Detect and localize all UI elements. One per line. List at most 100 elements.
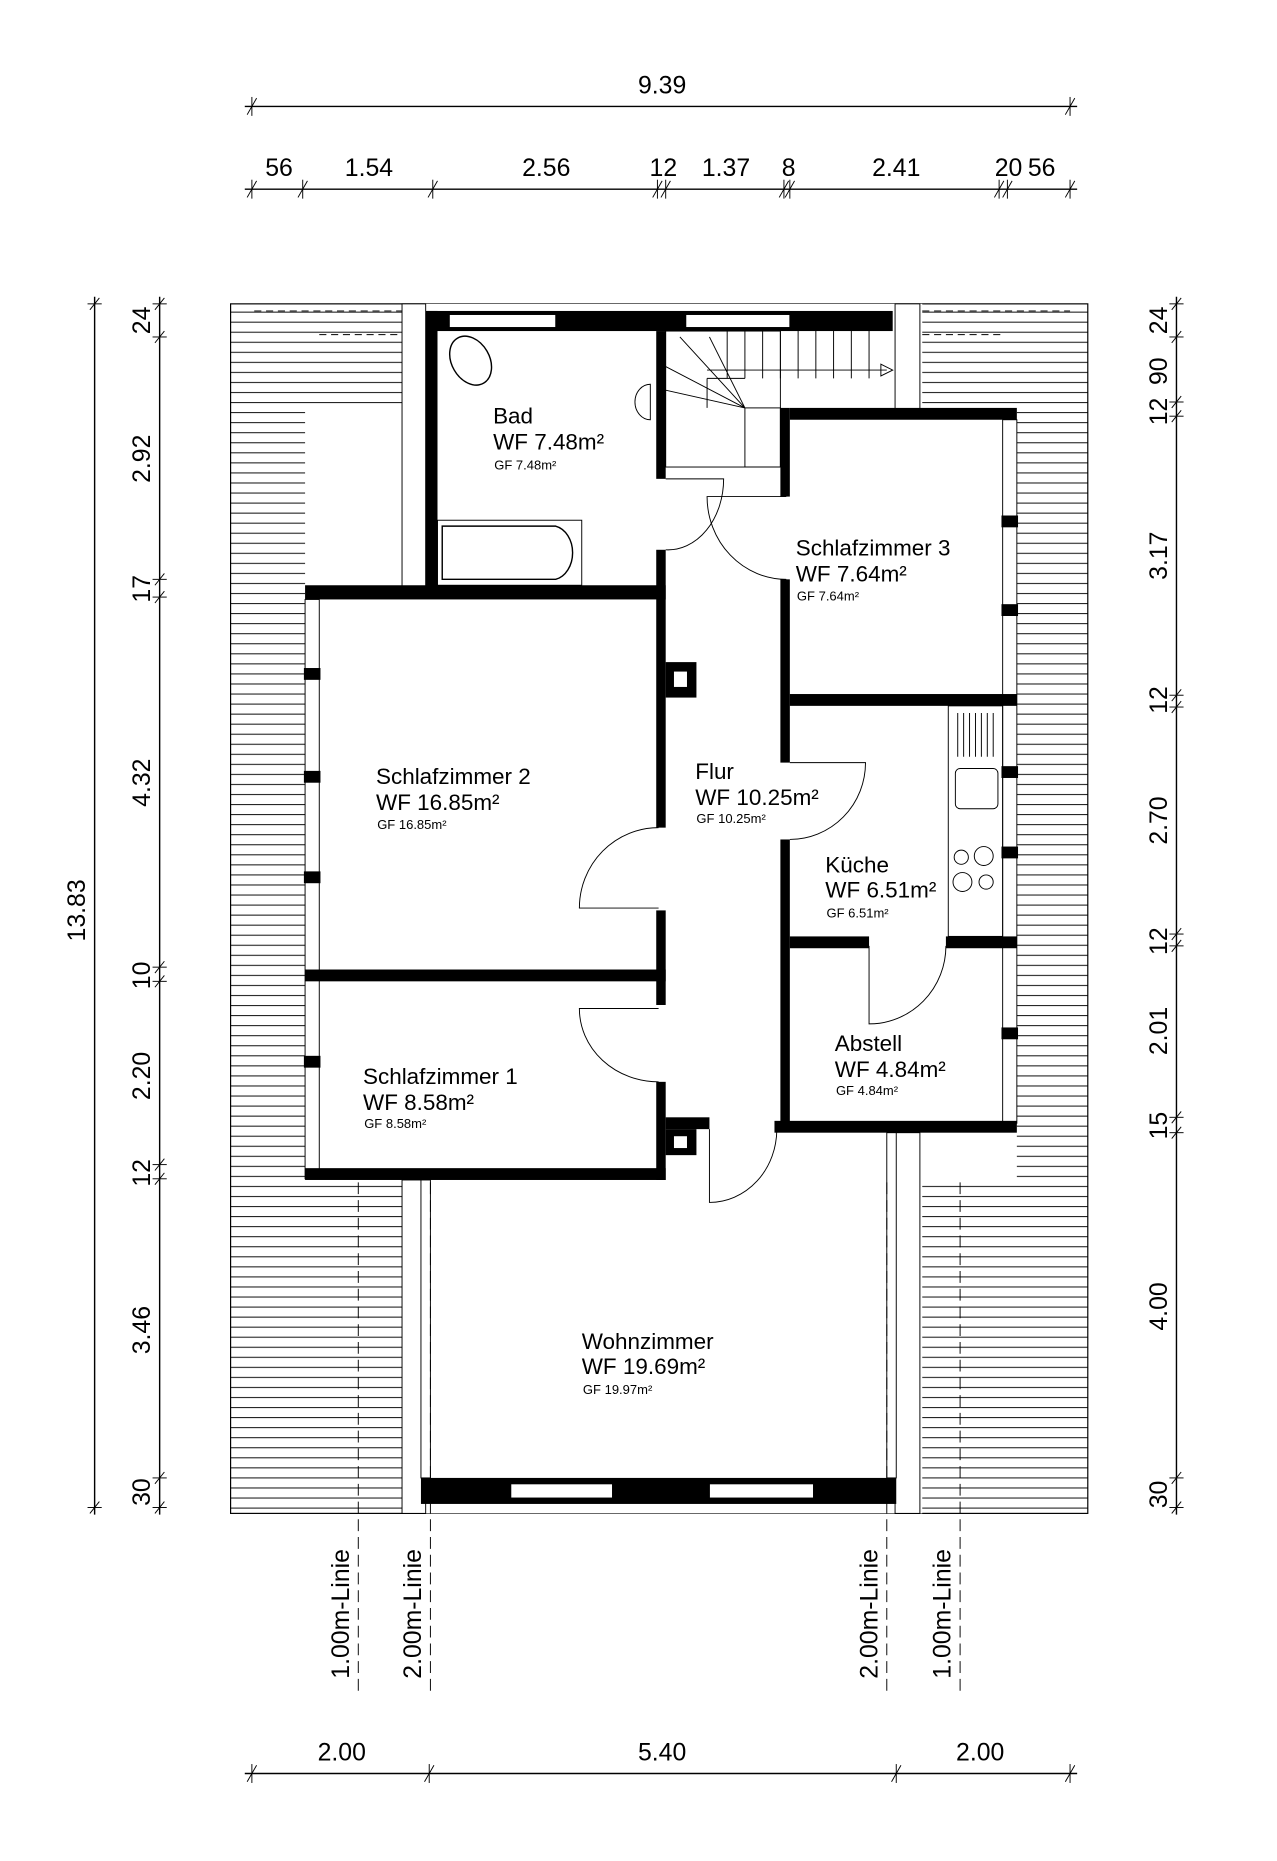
- room-gf: GF 7.64m²: [797, 589, 860, 604]
- dimension-tick: [154, 590, 165, 604]
- dimension-lines: [87, 96, 1184, 1783]
- room-name: Abstell: [835, 1031, 902, 1056]
- door-schlafzimmer-1[interactable]: [578, 1008, 659, 1083]
- room-schlafzimmer-3: Schlafzimmer 3 WF 7.64m² GF 7.64m²: [796, 536, 951, 604]
- svg-text:20: 20: [995, 155, 1023, 182]
- dimension-tick: [154, 1158, 165, 1171]
- dimension-tick: [1171, 1111, 1182, 1124]
- room-name: Küche: [825, 853, 889, 878]
- dimension-tick: [1171, 1471, 1182, 1485]
- svg-text:3.17: 3.17: [1146, 532, 1173, 580]
- dimension-tick: [1171, 939, 1182, 953]
- bathtub-icon: [441, 525, 574, 581]
- dimension-tick: [89, 297, 100, 311]
- room-wf: WF 10.25m²: [695, 785, 819, 810]
- svg-text:15: 15: [1146, 1112, 1173, 1140]
- svg-text:24: 24: [129, 306, 156, 334]
- room-gf: GF 8.58m²: [364, 1116, 427, 1131]
- dimension-tick: [154, 1172, 165, 1185]
- line-label-left-1m: 1.00m-Linie: [328, 1549, 355, 1679]
- room-kueche: Küche WF 6.51m² GF 6.51m²: [825, 853, 937, 921]
- line-label-right-1m: 1.00m-Linie: [930, 1549, 957, 1679]
- dimension-tick: [1064, 1764, 1076, 1783]
- room-wf: WF 7.64m²: [796, 562, 908, 587]
- dimension-tick: [784, 180, 795, 198]
- dimension-tick: [154, 960, 165, 974]
- dimension-tick: [1171, 395, 1182, 409]
- svg-text:12: 12: [1146, 927, 1173, 955]
- svg-text:2.20: 2.20: [129, 1052, 156, 1100]
- room-name: Schlafzimmer 3: [796, 536, 951, 561]
- svg-text:2.56: 2.56: [522, 155, 570, 182]
- dimension-tick: [1171, 700, 1182, 714]
- room-gf: GF 4.84m²: [836, 1083, 899, 1098]
- dimension-tick: [1171, 1501, 1182, 1514]
- room-wf: WF 8.58m²: [363, 1090, 475, 1115]
- dimension-tick: [778, 180, 790, 198]
- dimension-tick: [89, 1501, 100, 1514]
- dimension-tick: [154, 1471, 165, 1485]
- room-gf: GF 19.97m²: [583, 1382, 653, 1397]
- room-name: Flur: [695, 759, 734, 784]
- svg-text:2.00: 2.00: [956, 1740, 1004, 1767]
- door-bad[interactable]: [665, 478, 725, 551]
- door-schlafzimmer-2[interactable]: [578, 827, 659, 909]
- room-name: Schlafzimmer 1: [363, 1064, 518, 1089]
- svg-text:10: 10: [129, 962, 156, 990]
- dimension-tick: [154, 297, 165, 311]
- svg-text:8: 8: [782, 155, 796, 182]
- staircase: [665, 330, 894, 468]
- door-abstell[interactable]: [868, 945, 947, 1025]
- door-wohnzimmer[interactable]: [708, 1129, 778, 1203]
- dimension-tick: [993, 180, 1005, 198]
- svg-text:12: 12: [129, 1159, 156, 1187]
- dimension-tick: [891, 1764, 902, 1783]
- room-gf: GF 7.48m²: [494, 457, 557, 472]
- kitchen-sink-icon: [954, 768, 999, 810]
- dimension-tick: [154, 573, 165, 586]
- svg-text:56: 56: [1028, 155, 1056, 182]
- svg-text:4.00: 4.00: [1146, 1282, 1173, 1330]
- dimension-tick: [652, 180, 663, 198]
- dimension-tick: [1064, 97, 1076, 115]
- kitchen-counter: [947, 705, 1004, 937]
- svg-text:2.01: 2.01: [1146, 1007, 1173, 1055]
- height-lines: 1.00m-Linie 2.00m-Linie 2.00m-Linie 1.00…: [328, 1182, 961, 1691]
- dimension-tick: [427, 180, 438, 198]
- svg-text:17: 17: [129, 575, 156, 603]
- svg-text:12: 12: [650, 155, 678, 182]
- dimension-tick: [246, 97, 258, 115]
- dimension-tick: [246, 1764, 258, 1783]
- washbasin-icon: [634, 383, 651, 421]
- svg-text:90: 90: [1146, 357, 1173, 385]
- svg-text:12: 12: [1146, 398, 1173, 426]
- svg-text:2.00: 2.00: [318, 1740, 366, 1767]
- room-wohnzimmer: Wohnzimmer WF 19.69m² GF 19.97m²: [582, 1329, 714, 1397]
- dim-top-total: 9.39: [638, 72, 686, 99]
- dimension-tick: [154, 1501, 165, 1514]
- svg-text:1.37: 1.37: [702, 155, 750, 182]
- walls: [303, 310, 1019, 1504]
- room-gf: GF 6.51m²: [826, 905, 889, 920]
- line-label-right-2m: 2.00m-Linie: [856, 1549, 883, 1679]
- room-flur: Flur WF 10.25m² GF 10.25m²: [695, 759, 819, 826]
- dimension-tick: [1171, 297, 1182, 311]
- dimension-tick: [1171, 409, 1182, 423]
- room-wf: WF 6.51m²: [825, 877, 937, 902]
- door-kueche[interactable]: [789, 762, 866, 840]
- svg-text:1.54: 1.54: [345, 155, 393, 182]
- doors: [578, 478, 947, 1203]
- svg-text:30: 30: [129, 1478, 156, 1506]
- svg-text:2.92: 2.92: [129, 435, 156, 483]
- dim-left-segments: 24 2.92 17 4.32 10 2.20 12 3.46 30: [129, 306, 156, 1505]
- svg-text:4.32: 4.32: [129, 759, 156, 807]
- dimension-tick: [154, 975, 165, 988]
- roof-area: [230, 303, 1089, 1514]
- svg-text:2.41: 2.41: [872, 155, 920, 182]
- dimension-tick: [1064, 180, 1076, 198]
- svg-text:3.46: 3.46: [129, 1306, 156, 1354]
- room-gf: GF 16.85m²: [377, 817, 447, 832]
- dimension-tick: [1171, 927, 1182, 941]
- door-schlafzimmer-3[interactable]: [706, 496, 787, 580]
- svg-text:56: 56: [265, 155, 293, 182]
